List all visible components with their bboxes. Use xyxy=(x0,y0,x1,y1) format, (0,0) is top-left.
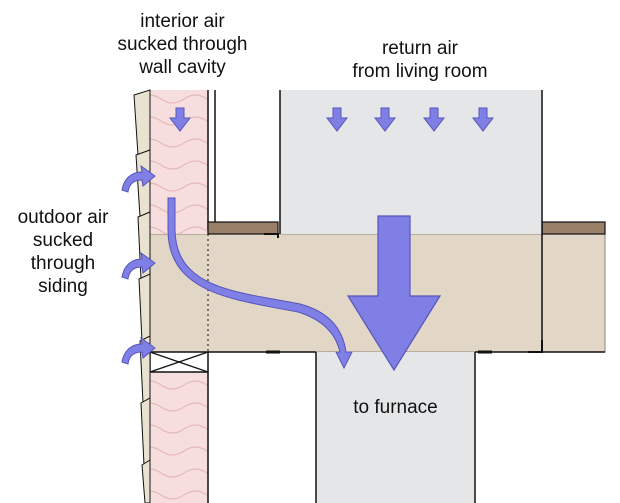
interior-air-label-line-2: sucked through xyxy=(117,34,248,55)
outdoor-air-label-line-3: through xyxy=(30,253,96,274)
return-air-arrow-4 xyxy=(471,107,495,132)
return-air-label-line-1: return air xyxy=(381,38,459,59)
interior-air-label-line-3: wall cavity xyxy=(139,57,226,78)
return-air-arrow-2 xyxy=(373,107,397,132)
outdoor-air-arrow-1 xyxy=(121,164,156,193)
furnace-label: to furnace xyxy=(316,396,475,419)
cavity-leak-arrow xyxy=(167,197,353,370)
floor-board-left xyxy=(207,221,279,235)
return-air-label-line-2: from living room xyxy=(352,61,488,82)
interior-air-label-line-1: interior air xyxy=(140,11,225,32)
interior-air-label: interior air sucked through wall cavity xyxy=(95,10,270,79)
outdoor-air-label-line-1: outdoor air xyxy=(17,207,109,228)
outdoor-air-arrow-2 xyxy=(121,251,156,280)
outdoor-air-label: outdoor air sucked through siding xyxy=(3,206,123,298)
outdoor-air-arrow-3 xyxy=(121,336,156,365)
interior-air-arrow xyxy=(168,107,192,132)
furnace-label-text: to furnace xyxy=(353,397,438,418)
exterior-siding xyxy=(133,89,151,503)
outdoor-air-label-line-4: siding xyxy=(38,276,88,297)
return-air-label: return air from living room xyxy=(330,37,510,83)
return-air-duct xyxy=(280,90,542,234)
main-airflow-arrow xyxy=(346,215,442,372)
furnace-duct xyxy=(316,352,475,503)
outdoor-air-label-line-2: sucked xyxy=(32,230,94,251)
return-air-arrow-1 xyxy=(325,107,349,132)
floor-board-right xyxy=(541,221,606,235)
return-air-arrow-3 xyxy=(422,107,446,132)
